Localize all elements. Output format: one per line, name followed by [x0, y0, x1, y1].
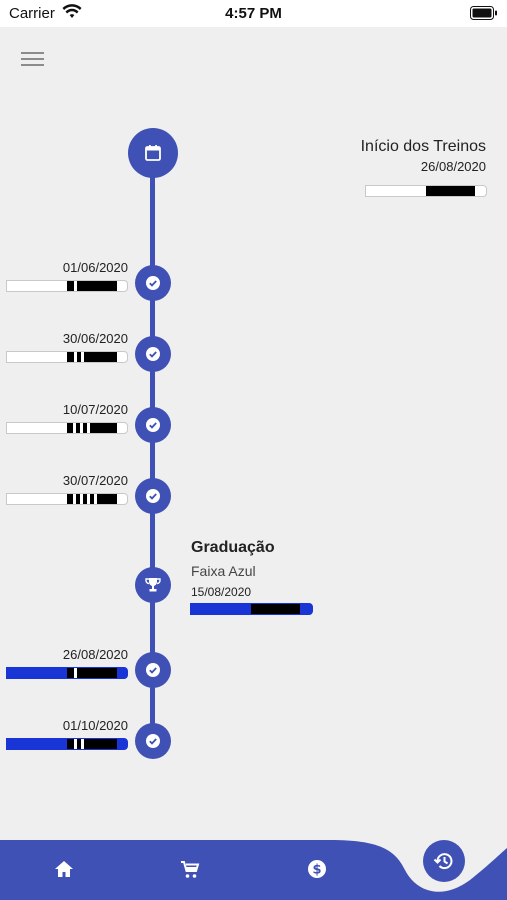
svg-text:$: $	[312, 863, 321, 878]
graduation-date: 26/08/2020	[62, 647, 128, 662]
timeline-node-promotion	[135, 567, 171, 603]
graduation-date: 30/06/2020	[62, 331, 128, 346]
clock: 4:57 PM	[225, 5, 282, 22]
tab-bar	[0, 840, 507, 900]
belt-1	[6, 280, 128, 292]
check-icon	[146, 347, 160, 361]
tab-history[interactable]	[423, 840, 465, 882]
check-icon	[146, 734, 160, 748]
belt-blue-1	[6, 667, 128, 679]
timeline-node	[135, 407, 171, 443]
menu-button[interactable]	[21, 48, 49, 70]
battery-icon	[470, 6, 498, 25]
belt-3	[6, 422, 128, 434]
timeline-node	[135, 478, 171, 514]
timeline-node-start	[128, 128, 178, 178]
trophy-icon	[145, 578, 161, 592]
promotion-subtitle: Faixa Azul	[191, 563, 256, 579]
belt-blue-2	[6, 738, 128, 750]
calendar-icon	[145, 145, 161, 161]
start-date: 26/08/2020	[420, 159, 486, 174]
start-belt	[365, 185, 487, 197]
timeline-line	[150, 170, 155, 740]
cart-icon	[181, 861, 200, 878]
belt-4	[6, 493, 128, 505]
graduation-date: 01/06/2020	[62, 260, 128, 275]
check-icon	[146, 418, 160, 432]
timeline-node	[135, 723, 171, 759]
carrier-label: Carrier	[9, 5, 55, 22]
history-icon	[433, 853, 453, 870]
status-bar: Carrier 4:57 PM	[0, 0, 507, 27]
wifi-icon	[62, 4, 82, 25]
graduation-date: 30/07/2020	[62, 473, 128, 488]
timeline-node	[135, 265, 171, 301]
promotion-date: 15/08/2020	[191, 585, 252, 599]
start-title: Início dos Treinos	[360, 138, 486, 155]
tab-home[interactable]	[54, 860, 74, 883]
promotion-title: Graduação	[191, 539, 275, 556]
menu-icon	[21, 52, 44, 54]
graduation-date: 10/07/2020	[62, 402, 128, 417]
check-icon	[146, 663, 160, 677]
tab-cart[interactable]	[180, 860, 200, 885]
promotion-belt	[190, 603, 313, 615]
home-icon	[55, 861, 73, 877]
belt-2	[6, 351, 128, 363]
dollar-icon: $	[308, 860, 326, 878]
timeline-node	[135, 652, 171, 688]
graduation-date: 01/10/2020	[62, 718, 128, 733]
timeline-node	[135, 336, 171, 372]
check-icon	[146, 489, 160, 503]
check-icon	[146, 276, 160, 290]
tab-payment[interactable]: $	[307, 859, 327, 884]
